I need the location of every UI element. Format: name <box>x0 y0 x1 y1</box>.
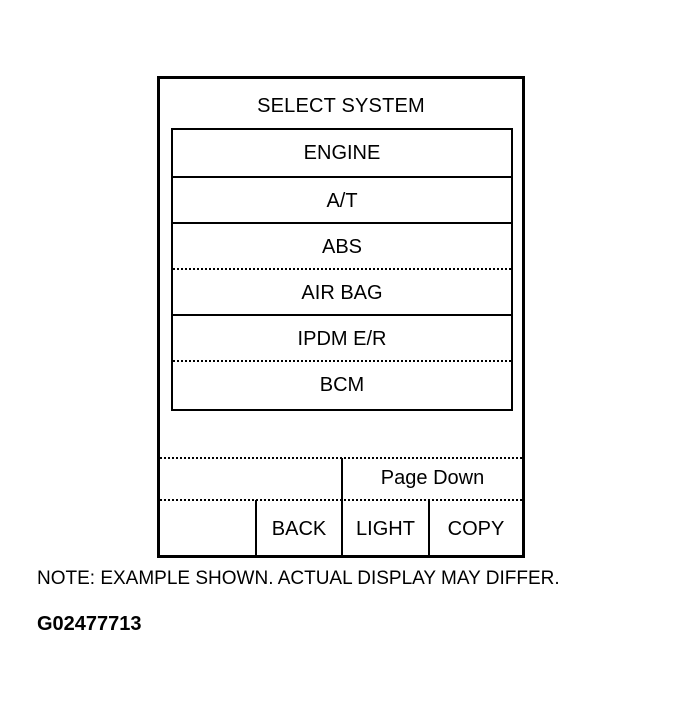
softkey-divider-vertical <box>341 458 343 558</box>
screen-title: SELECT SYSTEM <box>257 95 425 117</box>
light-button[interactable]: LIGHT <box>356 518 415 540</box>
empty-softkey <box>160 458 341 499</box>
system-item-ipdm-er[interactable]: IPDM E/R <box>173 314 511 360</box>
system-item-at[interactable]: A/T <box>173 176 511 222</box>
empty-softkey <box>160 500 255 558</box>
consult-screen: SELECT SYSTEM ENGINE A/T ABS AIR BAG IPD… <box>157 76 525 558</box>
system-item-air-bag[interactable]: AIR BAG <box>173 268 511 314</box>
system-item-engine[interactable]: ENGINE <box>303 142 381 164</box>
system-item-abs[interactable]: ABS <box>173 222 511 268</box>
figure-id: G02477713 <box>37 613 142 635</box>
system-list: ENGINE A/T ABS AIR BAG IPDM E/R BCM <box>171 128 513 411</box>
softkey-divider-vertical <box>255 500 257 558</box>
softkey-divider-vertical <box>428 500 430 558</box>
back-button[interactable]: BACK <box>271 518 327 540</box>
page-down-button[interactable]: Page Down <box>380 467 485 489</box>
copy-button[interactable]: COPY <box>447 518 505 540</box>
note-text: NOTE: EXAMPLE SHOWN. ACTUAL DISPLAY MAY … <box>37 568 560 589</box>
system-item-bcm[interactable]: BCM <box>173 360 511 406</box>
